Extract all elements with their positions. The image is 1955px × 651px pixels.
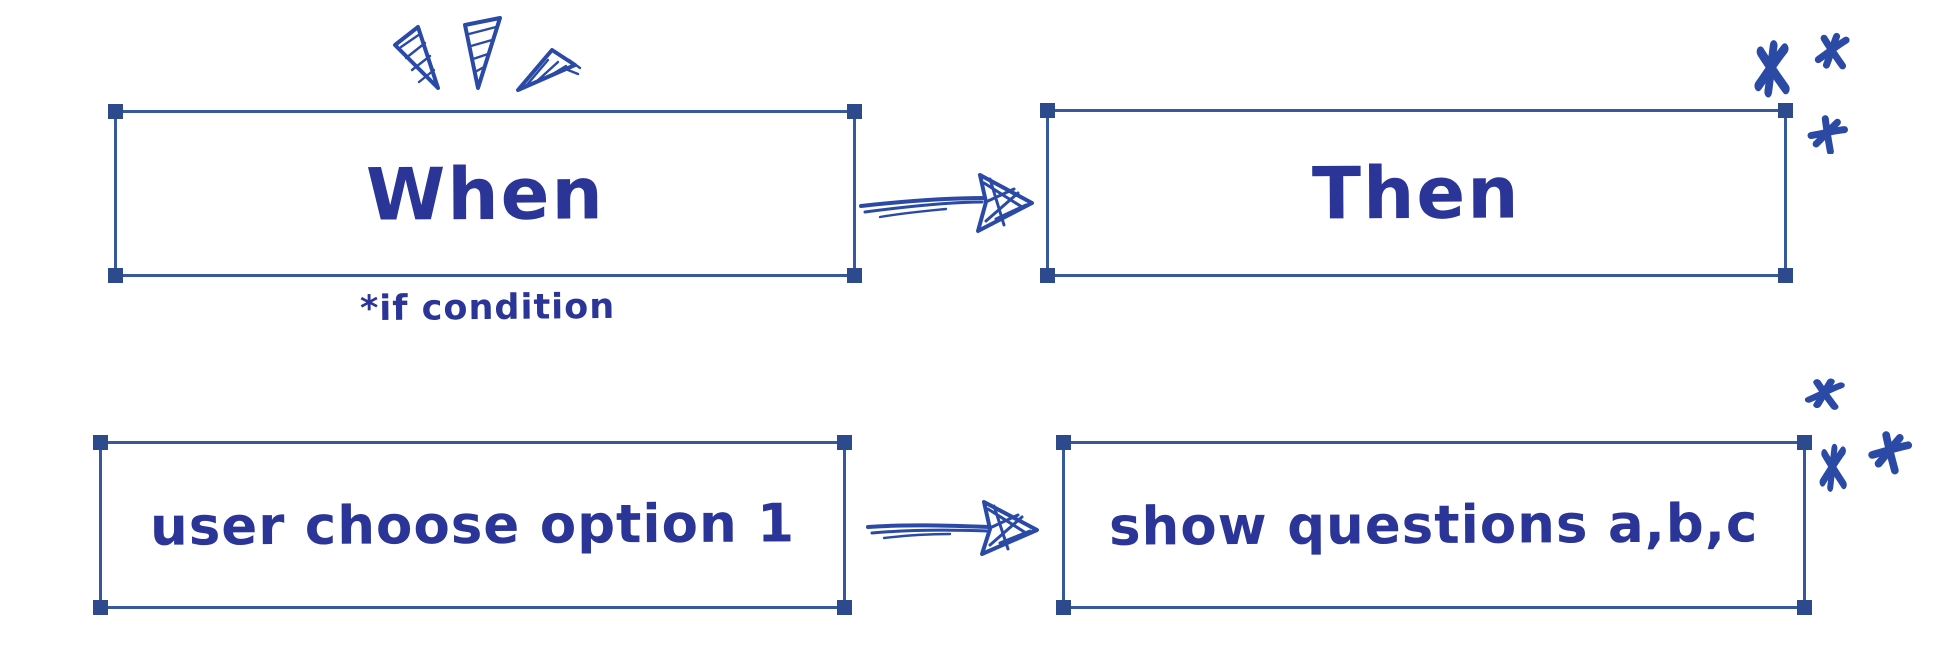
selection-handle-top-left[interactable] xyxy=(1056,435,1071,450)
node-show-questions[interactable]: show questions a,b,c xyxy=(1056,435,1812,615)
node-when-label: When xyxy=(365,150,605,237)
selection-handle-bottom-left[interactable] xyxy=(108,268,123,283)
selection-handle-top-right[interactable] xyxy=(847,104,862,119)
flow-arrow-when-then-icon[interactable] xyxy=(856,165,1041,240)
selection-handle-top-left[interactable] xyxy=(1040,103,1055,118)
emphasis-triangles-icon[interactable] xyxy=(388,12,583,100)
flow-arrow-user-show-icon[interactable] xyxy=(862,495,1044,559)
selection-handle-top-left[interactable] xyxy=(93,435,108,450)
selection-handle-top-right[interactable] xyxy=(1778,103,1793,118)
node-when[interactable]: When xyxy=(108,104,862,283)
asterisk-doodles-show-icon[interactable] xyxy=(1802,374,1914,492)
selection-handle-bottom-right[interactable] xyxy=(1797,600,1812,615)
selection-handle-bottom-left[interactable] xyxy=(1056,600,1071,615)
asterisk-doodles-then-icon[interactable] xyxy=(1750,32,1852,154)
selection-handle-bottom-left[interactable] xyxy=(1040,268,1055,283)
node-user-option-label: user choose option 1 xyxy=(149,492,796,558)
selection-handle-bottom-right[interactable] xyxy=(1778,268,1793,283)
selection-handle-top-right[interactable] xyxy=(1797,435,1812,450)
node-show-questions-label: show questions a,b,c xyxy=(1109,492,1759,558)
node-then[interactable]: Then xyxy=(1040,103,1793,283)
selection-handle-bottom-right[interactable] xyxy=(847,268,862,283)
selection-handle-top-left[interactable] xyxy=(108,104,123,119)
node-user-option[interactable]: user choose option 1 xyxy=(93,435,852,615)
selection-handle-bottom-left[interactable] xyxy=(93,600,108,615)
node-then-label: Then xyxy=(1312,150,1521,236)
condition-note[interactable]: *if condition xyxy=(359,286,616,330)
selection-handle-bottom-right[interactable] xyxy=(837,600,852,615)
selection-handle-top-right[interactable] xyxy=(837,435,852,450)
